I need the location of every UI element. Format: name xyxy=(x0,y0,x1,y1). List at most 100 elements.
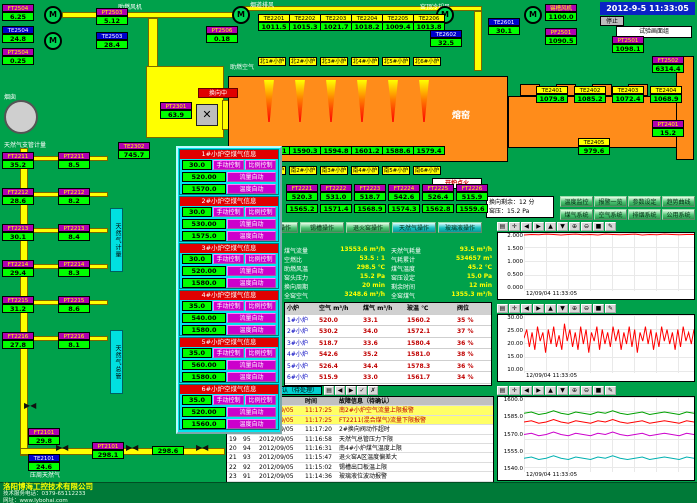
nav-screen-button[interactable]: 趋势曲线 xyxy=(662,196,695,207)
burner-table-row[interactable]: 1#小炉 520.0 33.1 1560.2 35 % xyxy=(285,315,491,326)
chart-tool-icon[interactable]: ⊕ xyxy=(569,386,580,395)
manual-control-button[interactable]: 手动控制 xyxy=(213,254,244,264)
flow-auto-button[interactable]: 流量自动 xyxy=(227,266,276,276)
alarm-row[interactable]: 22 92 2012/09/05 11:15:02 锡槽出口板温上限 xyxy=(227,463,493,473)
temp-auto-button[interactable]: 温度自动 xyxy=(227,231,276,241)
chart-tool-icon[interactable]: ▲ xyxy=(545,304,556,313)
instrument-value: 1594.8 xyxy=(320,146,352,155)
pipe-valve-icon[interactable]: ▶◀ xyxy=(196,443,209,452)
chart-tool-icon[interactable]: ▲ xyxy=(545,222,556,231)
manual-control-button[interactable]: 手动控制 xyxy=(213,301,244,311)
instrument-tag: FT2502 xyxy=(652,56,684,64)
alarm-row[interactable]: 20 94 2012/09/05 11:16:31 南4#小炉煤气温度上限 xyxy=(227,444,493,454)
manual-control-button[interactable]: 手动控制 xyxy=(213,348,244,358)
burner-port-label: 北5#小炉 xyxy=(382,57,410,66)
operation-screen-button[interactable]: 锡槽操作 xyxy=(300,222,344,233)
chart-tool-icon[interactable]: ⊖ xyxy=(581,386,592,395)
burner-table-row[interactable]: 4#小炉 542.6 35.2 1581.0 38 % xyxy=(285,349,491,361)
chart-tool-icon[interactable]: ✎ xyxy=(605,386,616,395)
pipe-valve-icon[interactable]: ▶◀ xyxy=(24,401,37,410)
pipe-valve-icon[interactable]: ▶◀ xyxy=(56,443,69,452)
operation-screen-button[interactable]: 天然气操作 xyxy=(392,222,436,233)
alarm-tool-icon[interactable]: ▶ xyxy=(346,385,357,395)
burner-table-row[interactable]: 2#小炉 530.2 34.0 1572.1 37 % xyxy=(285,326,491,338)
nav-screen-button[interactable]: 参数设定 xyxy=(628,196,661,207)
ratio-control-button[interactable]: 比例控制 xyxy=(245,160,276,170)
chart-tool-icon[interactable]: ⊕ xyxy=(569,304,580,313)
manual-control-button[interactable]: 手动控制 xyxy=(213,160,244,170)
alarm-tool-icon[interactable]: ✗ xyxy=(368,385,379,395)
operation-screen-button[interactable]: 退火窑操作 xyxy=(346,222,390,233)
manual-control-button[interactable]: 手动控制 xyxy=(213,395,244,405)
chart-tool-icon[interactable]: ⊖ xyxy=(581,222,592,231)
chart-tool-icon[interactable]: ▤ xyxy=(497,222,508,231)
flow-auto-button[interactable]: 流量自动 xyxy=(227,407,276,417)
nav-screen-button[interactable]: 报警一览 xyxy=(594,196,627,207)
flow-auto-button[interactable]: 流量自动 xyxy=(227,219,276,229)
alarm-row[interactable]: 19 95 2012/09/05 11:16:58 天然气总管压力下限 xyxy=(227,435,493,444)
chart-tool-icon[interactable]: ▼ xyxy=(557,304,568,313)
temp-auto-button[interactable]: 温度自动 xyxy=(227,372,276,382)
ratio-control-button[interactable]: 比例控制 xyxy=(245,254,276,264)
instrument-tag: TE2202 xyxy=(289,14,321,22)
chart-tool-icon[interactable]: ▼ xyxy=(557,222,568,231)
ratio-control-button[interactable]: 比例控制 xyxy=(245,207,276,217)
nav-screen-button[interactable]: 温度监控 xyxy=(560,196,593,207)
fan-stop-indicator[interactable]: 停止 xyxy=(600,16,624,26)
alarm-tool-icon[interactable]: ◀ xyxy=(335,385,346,395)
flow-auto-button[interactable]: 流量自动 xyxy=(227,172,276,182)
ratio-control-button[interactable]: 比例控制 xyxy=(245,395,276,405)
chart-tool-icon[interactable]: ✛ xyxy=(509,304,520,313)
nav-screen-button[interactable]: 公用系统 xyxy=(662,209,695,220)
chart-tool-icon[interactable]: ▼ xyxy=(557,386,568,395)
temp-auto-button[interactable]: 温度自动 xyxy=(227,419,276,429)
chart-tool-icon[interactable]: ◀ xyxy=(521,386,532,395)
alarm-tool-icon[interactable]: ▤ xyxy=(324,385,335,395)
chart-tool-icon[interactable]: ▤ xyxy=(497,304,508,313)
temp-auto-button[interactable]: 温度自动 xyxy=(227,325,276,335)
chart-tool-icon[interactable]: ✛ xyxy=(509,222,520,231)
operation-screen-button[interactable]: 玻璃液操作 xyxy=(438,222,482,233)
alarm-tool-icon[interactable]: ✓ xyxy=(357,385,368,395)
chart-tool-icon[interactable]: ▶ xyxy=(533,222,544,231)
burner-table-row[interactable]: 3#小炉 518.7 33.6 1580.4 36 % xyxy=(285,338,491,349)
nav-screen-button[interactable]: 煤气系统 xyxy=(560,209,593,220)
alarm-row[interactable]: 23 91 2012/09/05 11:14:36 玻璃液位波动报警 xyxy=(227,472,493,482)
temp-auto-button[interactable]: 温度自动 xyxy=(227,184,276,194)
burner-table-row[interactable]: 5#小炉 526.4 34.4 1578.3 36 % xyxy=(285,361,491,372)
chart-tool-icon[interactable]: ■ xyxy=(593,386,604,395)
y-tick-label: 30.00 xyxy=(507,315,523,321)
chart-tool-icon[interactable]: ◀ xyxy=(521,222,532,231)
instrument-cluster: 1571.4 xyxy=(320,204,352,213)
chart-tool-icon[interactable]: ▶ xyxy=(533,304,544,313)
pipe-valve-icon[interactable]: ▶◀ xyxy=(126,443,139,452)
chart-tool-icon[interactable]: ✎ xyxy=(605,304,616,313)
burner-table-row[interactable]: 6#小炉 515.9 33.0 1561.7 34 % xyxy=(285,372,491,384)
ratio-control-button[interactable]: 比例控制 xyxy=(245,301,276,311)
chart-tool-icon[interactable]: ⊖ xyxy=(581,304,592,313)
instrument-cluster: FT2216 27.8 xyxy=(2,332,34,349)
alarm-row[interactable]: 21 93 2012/09/05 11:15:47 退火窑A区温度偏差大 xyxy=(227,453,493,463)
test-screens-button[interactable]: 试验画面组 xyxy=(616,26,692,38)
flow-auto-button[interactable]: 流量自动 xyxy=(227,360,276,370)
chart-tool-icon[interactable]: ◀ xyxy=(521,304,532,313)
manual-control-button[interactable]: 手动控制 xyxy=(213,207,244,217)
chart-tool-icon[interactable]: ■ xyxy=(593,222,604,231)
temp-auto-button[interactable]: 温度自动 xyxy=(227,278,276,288)
chart-tool-icon[interactable]: ✛ xyxy=(509,386,520,395)
chart-tool-icon[interactable]: ▲ xyxy=(545,386,556,395)
chart-tool-icon[interactable]: ▶ xyxy=(533,386,544,395)
chart-tool-icon[interactable]: ■ xyxy=(593,304,604,313)
ratio-control-button[interactable]: 比例控制 xyxy=(245,348,276,358)
chart-tool-icon[interactable]: ✎ xyxy=(605,222,616,231)
flow-setpoint-value: 520.00 xyxy=(182,266,226,276)
instrument-value: 1009.4 xyxy=(382,22,414,31)
chart-tool-icon[interactable]: ▤ xyxy=(497,386,508,395)
reversing-valve-icon[interactable]: ✕ xyxy=(196,104,218,126)
nav-screen-button[interactable]: 空气系统 xyxy=(594,209,627,220)
nav-screen-button[interactable]: 排烟系统 xyxy=(628,209,661,220)
chart-tool-icon[interactable]: ⊕ xyxy=(569,222,580,231)
mimic-label: 烟囱 xyxy=(4,94,17,101)
flow-auto-button[interactable]: 流量自动 xyxy=(227,313,276,323)
